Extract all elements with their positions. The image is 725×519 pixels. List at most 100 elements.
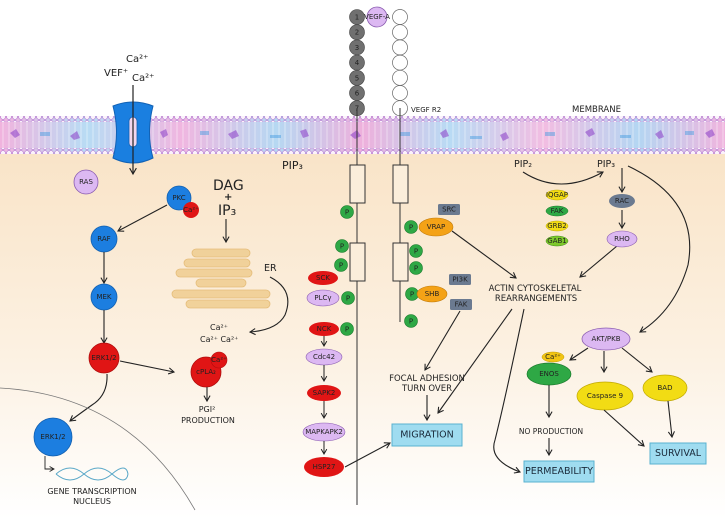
- ig-domain-number: 4: [355, 59, 360, 67]
- membrane-label: MEMBRANE: [572, 105, 621, 115]
- label-pip3-right: PIP₃: [597, 159, 615, 170]
- arrow-pip3-akt: [627, 165, 691, 333]
- label-focal-2: TURN OVER: [401, 384, 452, 394]
- ig-domain-partner: [392, 54, 408, 71]
- label-pgi2: PGI²: [199, 405, 216, 414]
- ig-domain-partner: [392, 39, 408, 56]
- label-ip3: IP₃: [218, 203, 236, 219]
- node-nck: NCK: [309, 322, 339, 336]
- phosphorylation-site: P: [335, 239, 349, 253]
- label-vef: VEF⁺: [104, 68, 128, 79]
- node-fak: FAK: [450, 299, 472, 310]
- vegfr2-receptor: 1234567: [349, 9, 409, 505]
- kinase-domain: [392, 242, 409, 282]
- label-ca-er-2: Ca²⁺ Ca²⁺: [200, 335, 238, 344]
- node-small-4: GAB1: [545, 235, 569, 247]
- kinase-domain: [349, 164, 366, 204]
- svg-text:PI3K: PI3K: [452, 276, 468, 284]
- svg-text:P: P: [410, 291, 414, 299]
- svg-text:GAB1: GAB1: [547, 237, 566, 245]
- cell-membrane: [0, 116, 725, 154]
- arrow-caspase9-survival: [603, 409, 645, 447]
- nuclear-envelope: [0, 387, 196, 511]
- node-bad: BAD: [642, 374, 688, 402]
- vegf-a-ligand: VEGF-A: [364, 6, 390, 28]
- outcome-permeability: PERMEABILITY: [523, 460, 595, 483]
- svg-text:VEGF-A: VEGF-A: [364, 13, 390, 21]
- svg-text:MAPKAPK2: MAPKAPK2: [305, 428, 343, 436]
- phosphorylation-site: P: [405, 287, 419, 301]
- node-enos: ENOS: [526, 362, 572, 386]
- svg-text:P: P: [409, 224, 413, 232]
- svg-text:P: P: [345, 209, 349, 217]
- phosphorylation-site: P: [334, 258, 348, 272]
- svg-text:P: P: [346, 295, 350, 303]
- svg-text:SURVIVAL: SURVIVAL: [655, 448, 702, 459]
- node-ras: RAS: [73, 169, 99, 195]
- kinase-domain: [349, 242, 366, 282]
- svg-text:RHO: RHO: [614, 235, 630, 243]
- label-ca-er-1: Ca²⁺: [210, 323, 228, 332]
- ig-domain-number: 2: [355, 29, 359, 37]
- outcome-survival: SURVIVAL: [649, 442, 707, 465]
- outcome-migration: MIGRATION: [391, 423, 463, 447]
- svg-text:PERMEABILITY: PERMEABILITY: [525, 466, 593, 477]
- arrow-erk-dna: [44, 456, 55, 472]
- svg-text:Ca²⁺: Ca²⁺: [211, 356, 227, 364]
- svg-text:Cdc42: Cdc42: [313, 353, 335, 361]
- svg-text:PLCγ: PLCγ: [314, 294, 331, 302]
- ig-domain-partner: [392, 85, 408, 101]
- arrow-akt-bad: [621, 347, 653, 373]
- node-rac: RAC: [609, 194, 635, 208]
- node-pi3k: PI3K: [449, 274, 471, 285]
- svg-text:AKT/PKB: AKT/PKB: [591, 335, 620, 343]
- label-pip3-left: PIP₃: [282, 159, 303, 172]
- ig-domain-number: 1: [355, 14, 359, 22]
- arrow-pip2-pip3: [522, 171, 604, 185]
- arrow-actin-permeability: [493, 308, 525, 474]
- svg-text:FAK: FAK: [455, 301, 468, 309]
- node-sck: SCK: [308, 271, 338, 285]
- ig-domain-number: 5: [355, 74, 359, 82]
- kinase-domain: [392, 164, 409, 204]
- arrow-fak-focal-adhesion: [424, 310, 461, 371]
- svg-text:HSP27: HSP27: [313, 463, 336, 471]
- node-small-2: FAK: [545, 205, 569, 217]
- node-mek: MEK: [90, 283, 118, 311]
- ig-domain-partner: [392, 69, 408, 86]
- svg-text:SCK: SCK: [316, 274, 330, 282]
- svg-text:P: P: [414, 265, 418, 273]
- phosphorylation-site: P: [340, 205, 354, 219]
- node-mapkapk2: MAPKAPK2: [302, 422, 346, 442]
- svg-text:ERK1/2: ERK1/2: [40, 433, 65, 441]
- ig-domain-number: 6: [355, 90, 360, 98]
- node-src: SRC: [438, 204, 460, 215]
- ig-domain-partner: [392, 9, 408, 25]
- svg-text:BAD: BAD: [658, 384, 673, 392]
- node-pkc: PKC Ca²⁺: [166, 185, 199, 218]
- svg-text:SHB: SHB: [425, 290, 440, 298]
- label-dag: DAG: [213, 178, 244, 194]
- svg-text:SRC: SRC: [442, 206, 456, 214]
- dna-icon: [55, 467, 129, 481]
- node-enos-ca: Ca²⁺: [541, 351, 565, 363]
- svg-text:P: P: [339, 262, 343, 270]
- node-shb: SHB: [416, 285, 448, 303]
- phosphorylation-site: P: [404, 314, 418, 328]
- arrow-rho-actin: [579, 245, 618, 278]
- node-rho: RHO: [606, 230, 638, 248]
- ig-domain-partner: [392, 24, 408, 41]
- arrow-vrap-actin: [451, 230, 517, 279]
- svg-text:ENOS: ENOS: [539, 370, 559, 378]
- svg-text:RAS: RAS: [79, 178, 93, 186]
- node-cdc42: Cdc42: [305, 348, 343, 366]
- node-erk-nuclear: ERK1/2: [33, 417, 73, 457]
- svg-text:MEK: MEK: [96, 293, 111, 301]
- label-ca-mid: Ca²⁺: [132, 73, 154, 84]
- label-actin-1: ACTIN CYTOSKELETAL: [489, 284, 582, 294]
- node-small-3: GRB2: [545, 220, 569, 232]
- svg-text:FAK: FAK: [551, 207, 564, 215]
- svg-text:IQGAP: IQGAP: [546, 191, 568, 199]
- arrow-bad-survival: [667, 400, 675, 439]
